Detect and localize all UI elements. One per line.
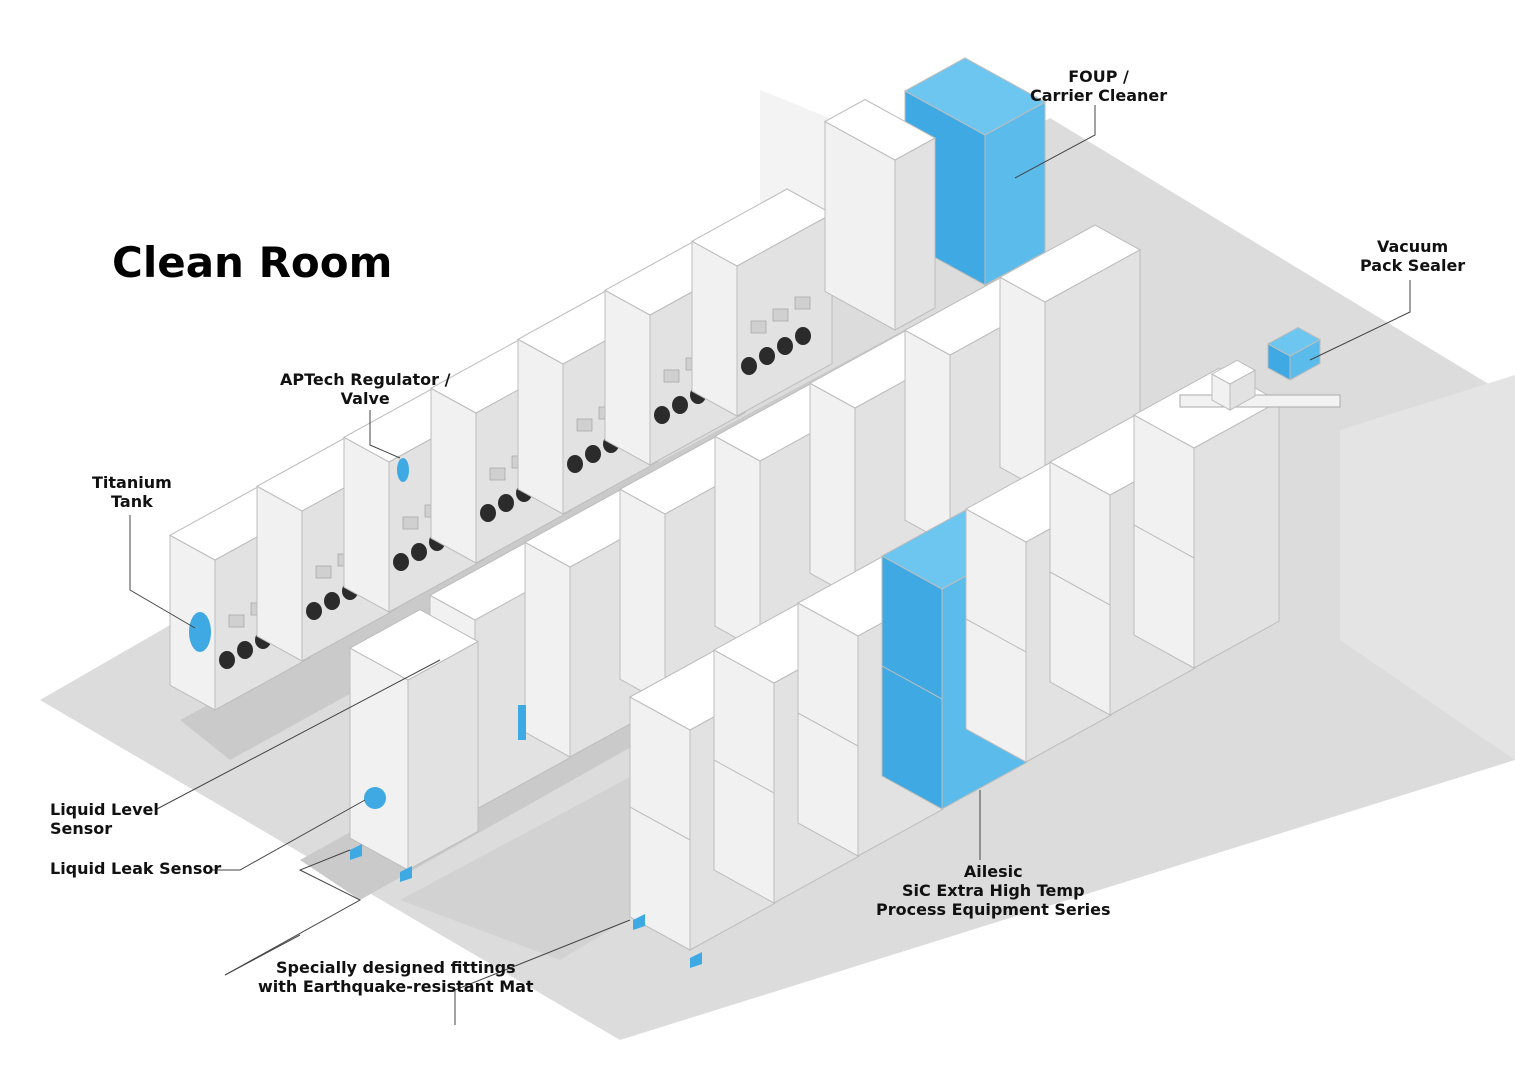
leader-line	[369, 410, 401, 459]
vacuum-sealer	[1266, 326, 1322, 381]
cabinet-4-left	[714, 435, 761, 652]
bench-window	[402, 516, 419, 530]
bench-4-left	[430, 387, 477, 564]
fitting-icon	[400, 866, 412, 882]
foup-cleaner-top	[903, 57, 1047, 136]
stack-divider	[1133, 524, 1195, 559]
sensor-cabinet-right	[407, 640, 479, 871]
cabinet-7-left	[999, 276, 1046, 493]
leader-line	[210, 799, 366, 871]
bench-component	[759, 347, 775, 365]
cabinet-7-top	[998, 224, 1142, 303]
stack-divider	[1049, 571, 1111, 606]
leader-line	[154, 659, 441, 811]
page-title: Clean Room	[112, 238, 393, 287]
titanium-tank-icon	[189, 612, 211, 652]
liquid-level-sensor-icon	[364, 787, 386, 809]
foup-adjacent-right	[894, 137, 936, 331]
stack-divider	[881, 665, 943, 700]
bench-component	[672, 396, 688, 414]
leader-line	[454, 919, 631, 1025]
bench-component	[585, 445, 601, 463]
cabinet-6-left	[904, 329, 951, 546]
foup-adjacent-top	[823, 98, 937, 161]
bench-component	[306, 602, 322, 620]
bench-component	[480, 504, 496, 522]
leader-line	[129, 515, 196, 629]
leader-line	[224, 934, 301, 976]
bench-window	[663, 369, 680, 383]
leader-line	[1309, 280, 1411, 361]
aptech-valve-icon	[397, 458, 409, 482]
stack-divider	[629, 806, 691, 841]
bench-window	[315, 565, 332, 579]
label-aptech: APTech Regulator /Valve	[280, 370, 451, 408]
label-foup: FOUP /Carrier Cleaner	[1030, 67, 1168, 105]
cabinet-3-left	[619, 488, 666, 705]
bench-window	[750, 320, 767, 334]
foup-adjacent	[823, 98, 937, 331]
bench-component	[324, 592, 340, 610]
right-wall	[1340, 375, 1515, 760]
bench-component	[219, 651, 235, 669]
sealer-machine-2-top	[1210, 359, 1257, 385]
vacuum-sealer-top	[1266, 326, 1322, 357]
bench-window	[772, 308, 789, 322]
bench-window	[576, 418, 593, 432]
bench-component	[393, 553, 409, 571]
bench-component	[777, 337, 793, 355]
leader-line	[1014, 105, 1096, 179]
bench-component	[741, 357, 757, 375]
cabinet-sensor-icon	[518, 705, 526, 740]
stack-7	[1132, 367, 1281, 669]
bench-window	[489, 467, 506, 481]
stack-divider	[713, 759, 775, 794]
stack-divider	[965, 618, 1027, 653]
bench-component	[567, 455, 583, 473]
bench-7	[690, 188, 834, 417]
leader-line	[224, 849, 362, 976]
bench-5-left	[517, 338, 564, 515]
stack-divider	[797, 712, 859, 747]
sealer-machine-2	[1210, 359, 1257, 411]
bench-2-left	[256, 485, 303, 662]
sealer-table	[1179, 394, 1341, 408]
bench-component	[654, 406, 670, 424]
bench-component	[411, 543, 427, 561]
bench-6-left	[604, 289, 651, 466]
sensor-cabinet	[348, 609, 480, 871]
bench-component	[237, 641, 253, 659]
bench-component	[795, 327, 811, 345]
bench-component	[498, 494, 514, 512]
bench-7-top	[690, 188, 834, 267]
fitting-icon	[633, 914, 645, 930]
fitting-icon	[350, 844, 362, 860]
bench-7-left	[691, 240, 738, 417]
bench-3-left	[343, 436, 390, 613]
label-liquid-leak: Liquid Leak Sensor	[50, 859, 222, 878]
cabinet-2-left	[524, 541, 571, 758]
cabinet-5-left	[809, 382, 856, 599]
bench-window	[794, 296, 811, 310]
fitting-icon	[690, 952, 702, 968]
bench-window	[228, 614, 245, 628]
sensor-cabinet-top	[348, 609, 480, 681]
